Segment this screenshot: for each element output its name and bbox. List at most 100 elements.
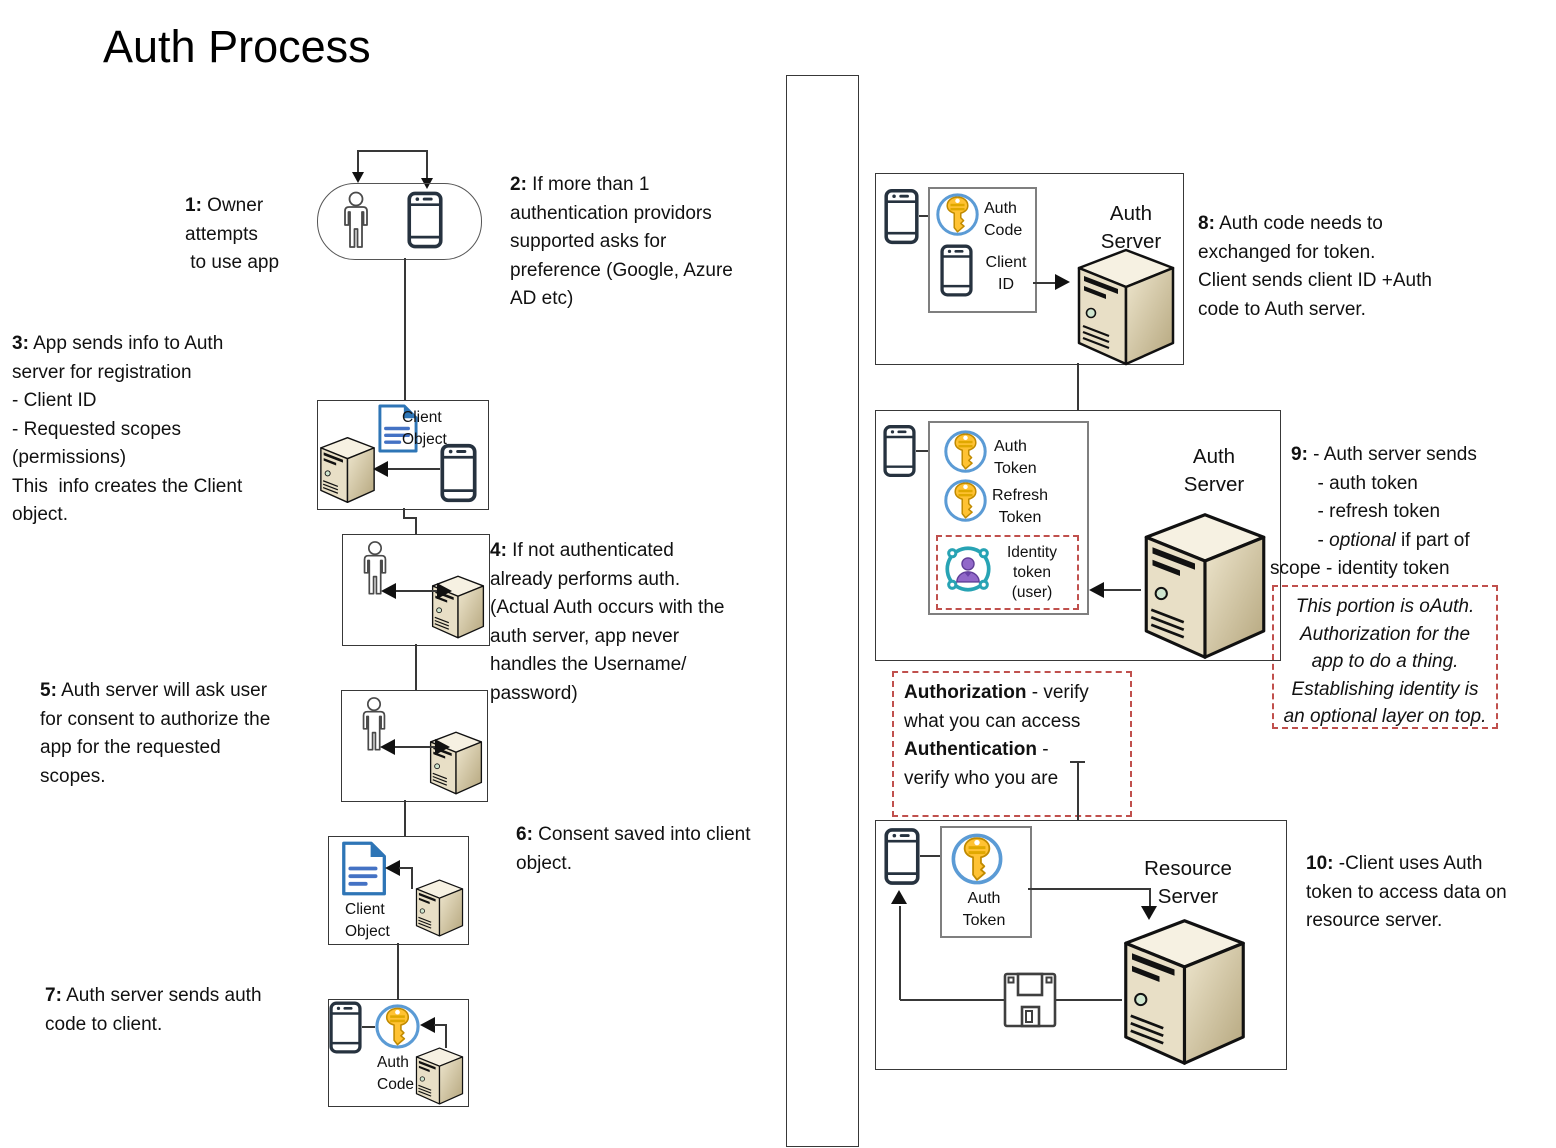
auth-server-label: Auth Server: [1183, 445, 1245, 496]
resource-server-icon: [1121, 917, 1248, 1067]
double-arrow-line: [396, 590, 438, 592]
step6-text: 6: Consent saved into client object.: [516, 824, 751, 874]
step7-text: 7: Auth server sends auth code to client…: [45, 985, 262, 1035]
phone-icon: [884, 188, 919, 245]
step5-text: 5: Auth server will ask user for consent…: [40, 680, 271, 787]
auth-code-label: Auth Code: [984, 200, 1023, 239]
connector-4-5: [415, 644, 417, 690]
bracket-line-right: [426, 150, 428, 179]
authz-authn-text: Authorization - verify what you can acce…: [904, 682, 1089, 789]
connector-5-6: [404, 800, 406, 836]
connector-6-7: [397, 943, 399, 999]
auth-code-key-icon: [374, 1003, 421, 1050]
auth-token-key-icon: [950, 832, 1004, 886]
arrowhead-right: [435, 739, 450, 755]
connector-3-4c: [415, 517, 417, 535]
step10-box: [875, 820, 1287, 1070]
phone-box-link: [919, 215, 928, 217]
arrow-line-app-to-server: [388, 468, 440, 470]
bracket-line-top: [357, 150, 427, 152]
phone-icon: [884, 827, 920, 886]
connector-3-4b: [403, 517, 416, 519]
step8-text: 8: Auth code needs to exchanged for toke…: [1198, 213, 1432, 320]
client-object-label: Client Object: [345, 901, 390, 940]
arrow-line: [445, 1024, 447, 1048]
server-icon: [319, 436, 376, 504]
auth-code-key-icon: [935, 192, 980, 237]
authz-authn-dashed-box: Authorization - verify what you can acce…: [892, 671, 1132, 817]
arrow-line-to-auth-server: [1033, 282, 1057, 284]
phone-icon: [329, 1000, 362, 1055]
client-id-label: Client ID: [985, 254, 1027, 293]
arrow-line-from-auth-server: [1104, 589, 1141, 591]
step2-text: 2: If more than 1 authentication provido…: [510, 174, 733, 309]
arrowhead-down-to-person: [352, 172, 364, 183]
refresh-token-label: Refresh Token: [991, 487, 1049, 526]
resource-server-label: Resource Server: [1144, 857, 1232, 908]
arrowhead-left: [380, 739, 395, 755]
auth-server-label: Auth Server: [1100, 202, 1162, 253]
double-arrow-line: [395, 746, 435, 748]
step8-box: [875, 173, 1184, 365]
phone-icon: [440, 443, 477, 503]
identity-token-dashed-box: [936, 535, 1079, 610]
arrowhead-left: [1089, 582, 1104, 598]
client-object-document-icon: [376, 403, 419, 454]
identity-token-label: Identity token (user): [1007, 544, 1057, 601]
auth-token-label: Auth Token: [994, 438, 1037, 477]
page-title: Auth Process: [103, 21, 371, 72]
arrowhead-right: [437, 583, 452, 599]
arrowhead-left: [381, 583, 396, 599]
connector-3-4a: [403, 508, 405, 518]
request-line: [1028, 888, 1151, 890]
auth-token-key-icon: [943, 429, 988, 474]
auth-token-label: Auth Token: [962, 890, 1006, 929]
step1-owner-app-stadium: [317, 183, 482, 260]
client-object-document-icon: [339, 840, 388, 897]
step9-box: [875, 410, 1281, 661]
client-object-label: Client Object: [402, 409, 447, 448]
arrowhead-up: [891, 890, 907, 904]
auth-server-icon: [1071, 247, 1181, 367]
server-icon: [415, 877, 464, 939]
phone-icon: [883, 423, 916, 479]
arrow-line: [434, 1024, 446, 1026]
auth-server-icon: [1141, 511, 1269, 661]
step10-text: 10: -Client uses Auth token to access da…: [1306, 853, 1507, 931]
arrowhead-left: [385, 860, 400, 876]
arrowhead-left: [420, 1017, 435, 1033]
connector-8-9: [1077, 363, 1079, 410]
phone-icon: [407, 189, 443, 251]
request-line: [1149, 888, 1151, 908]
client-id-phone-icon: [940, 242, 973, 299]
person-icon: [336, 191, 376, 251]
arrowhead-down: [1141, 906, 1157, 920]
arrow-line: [411, 867, 413, 889]
step3-text: 3: App sends info to Auth server for reg…: [12, 333, 243, 525]
phone-box-link: [916, 450, 928, 452]
step9-text: 9: - Auth server sends - auth token - re…: [1270, 444, 1477, 579]
person-icon: [356, 539, 394, 599]
phone-box-link: [920, 855, 940, 857]
identity-icon: [943, 541, 993, 597]
oauth-note-text: This portion is oAuth. Authorization for…: [1283, 596, 1487, 727]
floppy-disk-icon: [1002, 971, 1058, 1029]
center-divider-rectangle: [786, 75, 859, 1147]
arrowhead-left: [373, 461, 388, 477]
refresh-token-key-icon: [943, 478, 988, 523]
step1-text: 1: Owner attempts to use app: [185, 195, 280, 273]
person-icon: [355, 695, 393, 755]
phone-key-link: [362, 1026, 375, 1028]
step7-box: [328, 999, 469, 1107]
step5-box: [341, 690, 488, 802]
connector-9-10: [1077, 761, 1079, 820]
response-line: [899, 906, 901, 1000]
arrow-line: [399, 867, 412, 869]
auth-code-label: Auth Code: [377, 1054, 415, 1093]
bracket-line-left: [357, 150, 359, 173]
connector-1-3: [404, 258, 406, 400]
step4-text: 4: If not authenticated already performs…: [490, 540, 725, 704]
oauth-note-box: This portion is oAuth. Authorization for…: [1272, 585, 1498, 729]
server-icon: [415, 1046, 464, 1106]
